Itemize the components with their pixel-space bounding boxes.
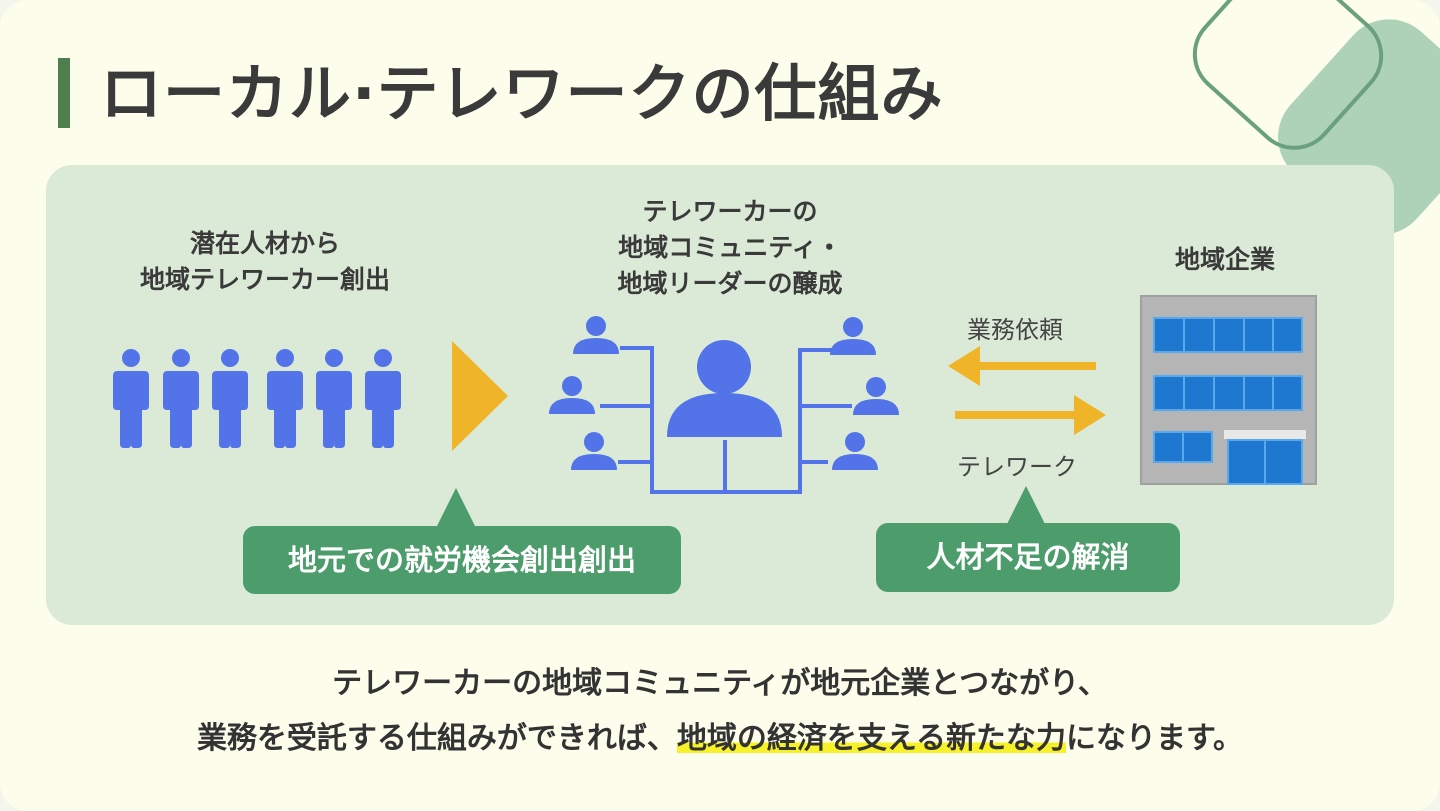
request-arrow-label: 業務依頼 [967, 316, 1063, 344]
right-group-label: 地域企業 [1174, 245, 1275, 274]
right-arrow-icon [955, 395, 1106, 435]
footer-line2: 業務を受託する仕組みができれば、地域の経済を支える新たな力になります。 [0, 717, 1440, 761]
person-icon [113, 349, 149, 448]
telework-arrow-label: テレワーク [957, 453, 1077, 481]
person-icon [573, 316, 619, 354]
center-group-line2: 地域コミュニティ・ [618, 233, 842, 262]
network-connectors [600, 346, 852, 494]
person-icon [571, 432, 617, 470]
footer-line2-after: になります。 [1066, 721, 1244, 756]
left-group-label: 潜在人材から 地域テレワーカー創出 [130, 226, 400, 298]
page-title: ローカル·テレワークの仕組み [100, 57, 944, 130]
left-group-line2: 地域テレワーカー創出 [139, 265, 390, 294]
person-icon [316, 349, 352, 448]
left-tag-pointer [436, 488, 476, 528]
right-tag: 人材不足の解消 [876, 523, 1180, 592]
leader-person-icon [667, 340, 782, 437]
person-icon [549, 376, 595, 414]
person-icon [267, 349, 303, 448]
center-group-line1: テレワーカーの [642, 197, 818, 226]
person-icon [212, 349, 248, 448]
center-group-label: テレワーカーの 地域コミュニティ・ 地域リーダーの醸成 [580, 194, 880, 302]
footer-line2-before: 業務を受託する仕組みができれば、 [196, 721, 677, 756]
person-icon [163, 349, 199, 448]
building-icon [1140, 295, 1317, 485]
left-tag: 地元での就労機会創出創出 [243, 526, 681, 594]
person-icon [853, 377, 899, 415]
person-icon [830, 317, 876, 355]
person-icon [365, 349, 401, 448]
left-arrow-icon [948, 346, 1096, 386]
center-group-line3: 地域リーダーの醸成 [617, 269, 843, 298]
footer-highlight: 地域の経済を支える新たな力 [676, 721, 1067, 756]
title-accent-bar [58, 58, 70, 128]
right-tag-pointer [1006, 486, 1046, 526]
triangle-arrow-icon [452, 341, 508, 451]
footer-line1: テレワーカーの地域コミュニティが地元企業とつながり、 [332, 666, 1108, 701]
person-icon [832, 432, 878, 470]
left-group-line1: 潜在人材から [189, 229, 340, 258]
